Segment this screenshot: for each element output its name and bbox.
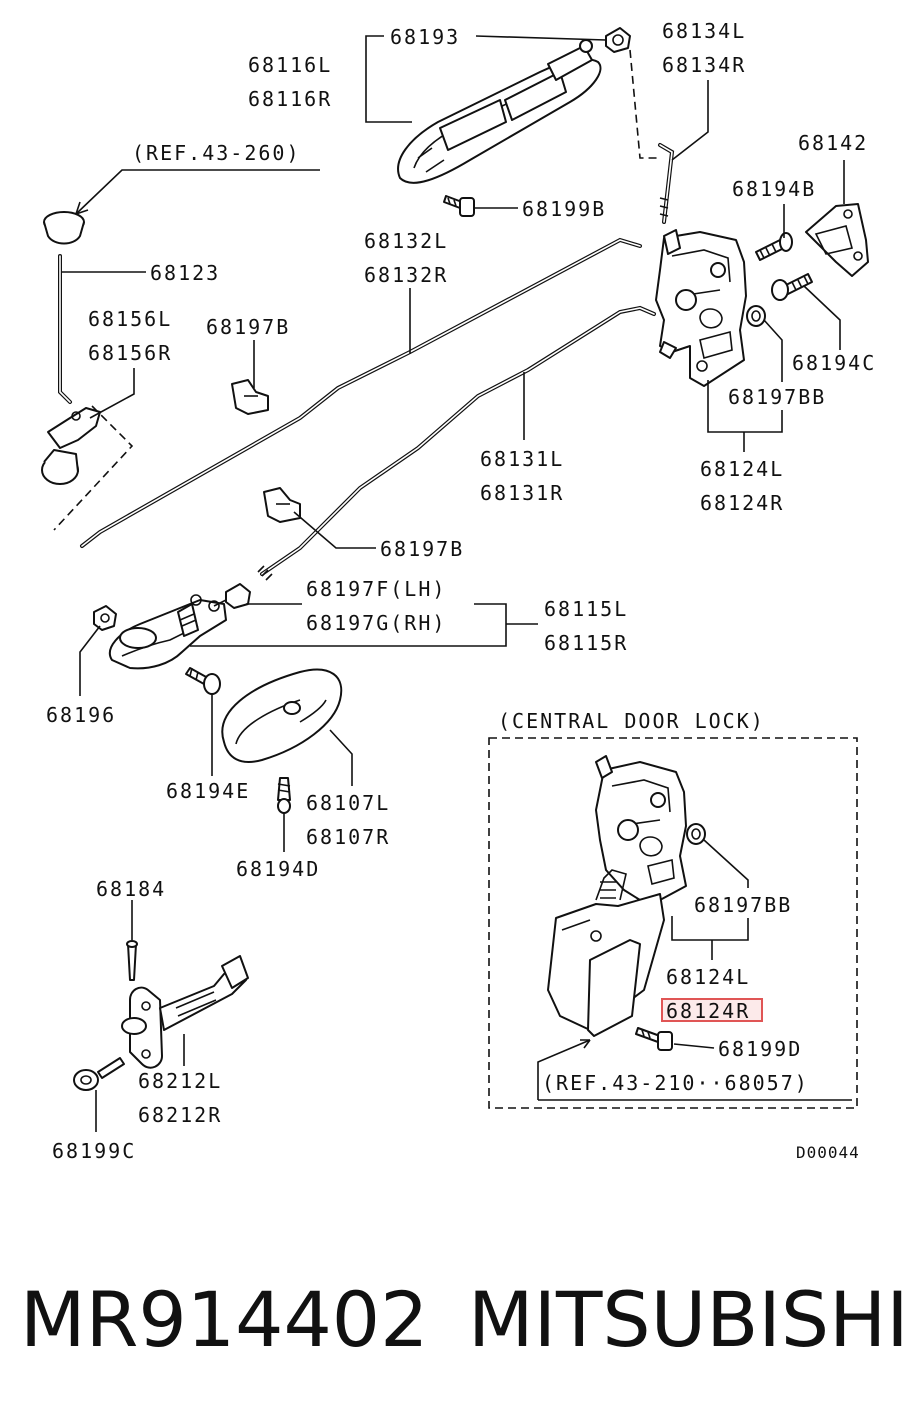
- label-68131L: 68131L: [480, 447, 564, 471]
- grommet-68197BB-top: [746, 305, 766, 327]
- door-lock-actuator: [547, 869, 665, 1037]
- label-68134L: 68134L: [662, 19, 746, 43]
- inside-handle-cover-68107: [221, 668, 343, 763]
- label-ref-43-260: (REF.43-260): [132, 141, 301, 165]
- label-68107R: 68107R: [306, 825, 390, 849]
- diagram-code: D00044: [796, 1143, 860, 1162]
- label-68199C: 68199C: [52, 1139, 136, 1163]
- label-68184: 68184: [96, 877, 166, 901]
- label-central-door-lock: (CENTRAL DOOR LOCK): [498, 709, 765, 733]
- pin-68184: [126, 940, 138, 981]
- highlight-68124R: [661, 998, 763, 1022]
- lock-knob-68123: [43, 211, 85, 404]
- clip-68197B-top: [231, 379, 269, 415]
- striker-68142: [805, 203, 869, 277]
- screw-68194D: [277, 777, 291, 814]
- label-68116R: 68116R: [248, 87, 332, 111]
- part-labels: 68193 68116L 68116R 68134L 68134R (REF.4…: [46, 19, 876, 1163]
- label-68156R: 68156R: [88, 341, 172, 365]
- label-68116L: 68116L: [248, 53, 332, 77]
- label-68124R-cdl: 68124R: [666, 999, 750, 1023]
- label-68212R: 68212R: [138, 1103, 222, 1127]
- label-68197B-top: 68197B: [206, 315, 290, 339]
- part-number: MR914402: [20, 1275, 429, 1364]
- label-68194E: 68194E: [166, 779, 250, 803]
- label-68134R: 68134R: [662, 53, 746, 77]
- rod-68134: [658, 143, 675, 224]
- clip-68196: [93, 605, 117, 631]
- footer: MR914402 MITSUBISHI: [0, 1270, 909, 1370]
- label-68199D: 68199D: [718, 1037, 802, 1061]
- label-68142: 68142: [798, 131, 868, 155]
- bolt-68199C: [73, 1057, 125, 1091]
- outside-handle: [397, 39, 602, 184]
- parts-diagram: 68193 68116L 68116R 68134L 68134R (REF.4…: [41, 19, 876, 1163]
- leader-lines: [53, 35, 852, 1132]
- label-68115L: 68115L: [544, 597, 628, 621]
- label-68193: 68193: [390, 25, 460, 49]
- label-68131R: 68131R: [480, 481, 564, 505]
- label-68212L: 68212L: [138, 1069, 222, 1093]
- label-68107L: 68107L: [306, 791, 390, 815]
- label-68123: 68123: [150, 261, 220, 285]
- label-ref-43-210: (REF.43-210··68057): [542, 1071, 809, 1095]
- label-68124R-top: 68124R: [700, 491, 784, 515]
- label-68124L-cdl: 68124L: [666, 965, 750, 989]
- screw-68194E: [185, 667, 221, 695]
- screw-68199D: [635, 1027, 673, 1051]
- label-68197BB-top: 68197BB: [728, 385, 826, 409]
- label-68197G: 68197G(RH): [306, 611, 446, 635]
- label-68197BB-cdl: 68197BB: [694, 893, 792, 917]
- inside-handle-frame-68115: [109, 594, 227, 670]
- label-68199B: 68199B: [522, 197, 606, 221]
- label-68194B: 68194B: [732, 177, 816, 201]
- door-checker-68212: [121, 955, 249, 1069]
- central-door-lock-box: [488, 737, 858, 1109]
- clip-68197B-mid: [263, 487, 301, 523]
- screw-68194B: [755, 232, 793, 261]
- rod-68132: [80, 237, 642, 548]
- label-68132R: 68132R: [364, 263, 448, 287]
- clip-68193: [605, 27, 631, 53]
- label-68194C: 68194C: [792, 351, 876, 375]
- rod-68131: [257, 305, 656, 581]
- brand-name: MITSUBISHI: [468, 1275, 909, 1364]
- label-68196: 68196: [46, 703, 116, 727]
- label-68197B-mid: 68197B: [380, 537, 464, 561]
- knob-link-68156: [41, 407, 101, 485]
- screw-68199B: [443, 195, 475, 217]
- label-68124L-top: 68124L: [700, 457, 784, 481]
- screw-68194C: [771, 273, 813, 301]
- label-68115R: 68115R: [544, 631, 628, 655]
- label-68156L: 68156L: [88, 307, 172, 331]
- grommet-68197BB-cdl: [686, 823, 706, 845]
- label-68194D: 68194D: [236, 857, 320, 881]
- label-68197F: 68197F(LH): [306, 577, 446, 601]
- label-68132L: 68132L: [364, 229, 448, 253]
- door-latch-68124-top: [655, 229, 747, 387]
- door-latch-68124-cdl: [595, 755, 687, 901]
